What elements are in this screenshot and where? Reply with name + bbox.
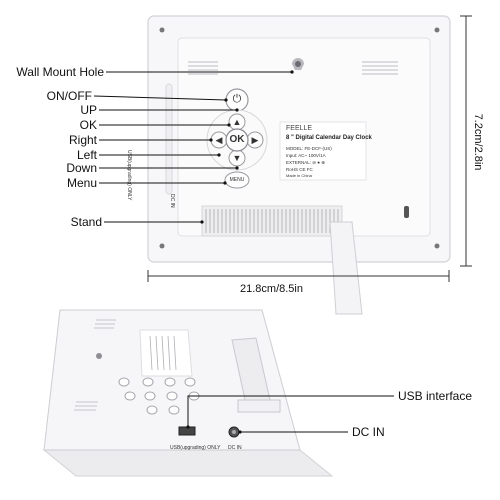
label-rohs: RoHS CE FC [286, 167, 313, 172]
callout-ok: OK [79, 118, 97, 132]
side-usb-text: USB(upgrading) ONLY [126, 150, 132, 201]
width-dimension-label: 21.8cm/8.5in [240, 283, 303, 295]
callout-up: UP [80, 103, 97, 117]
callout-menu: Menu [66, 176, 97, 190]
label-brand: FEELLE [286, 125, 313, 132]
menu-button-text: MENU [229, 177, 245, 183]
bottom-usb-text: USB(upgrading) ONLY [170, 445, 221, 451]
callout-down: Down [66, 161, 97, 175]
perspective-view-drawing [42, 309, 394, 477]
callout-right: Right [68, 133, 97, 147]
callout-dc-in: DC IN [352, 425, 385, 439]
arrow-left-icon: ◀ [215, 135, 223, 145]
ok-button-text: OK [229, 134, 245, 145]
callout-left: Left [76, 148, 97, 162]
height-dimension-label: 7.2cm/2.8in [472, 113, 484, 171]
label-external: EXTERNAL: ⊖ ● ⊕ [286, 160, 326, 165]
callout-wall-mount-hole: Wall Mount Hole [16, 65, 104, 79]
label-input: Input: AC~ 100V/1A [286, 153, 326, 158]
callout-on-off: ON/OFF [46, 89, 92, 103]
callout-stand: Stand [70, 215, 102, 229]
arrow-down-icon: ▼ [232, 153, 242, 163]
power-icon: ⏻ [232, 93, 242, 105]
arrow-up-icon: ▲ [232, 117, 242, 127]
bottom-dc-text: DC IN [228, 445, 242, 451]
arrow-right-icon: ▶ [251, 135, 259, 145]
label-model: MODEL: FE-DCF-(US) [286, 146, 332, 151]
callout-usb-interface: USB interface [398, 389, 473, 403]
label-title: 8 " Digital Calendar Day Clock [286, 135, 372, 141]
back-view-drawing [93, 15, 472, 315]
side-dc-text: DC IN [169, 194, 175, 208]
label-made: Made in China [286, 173, 312, 178]
